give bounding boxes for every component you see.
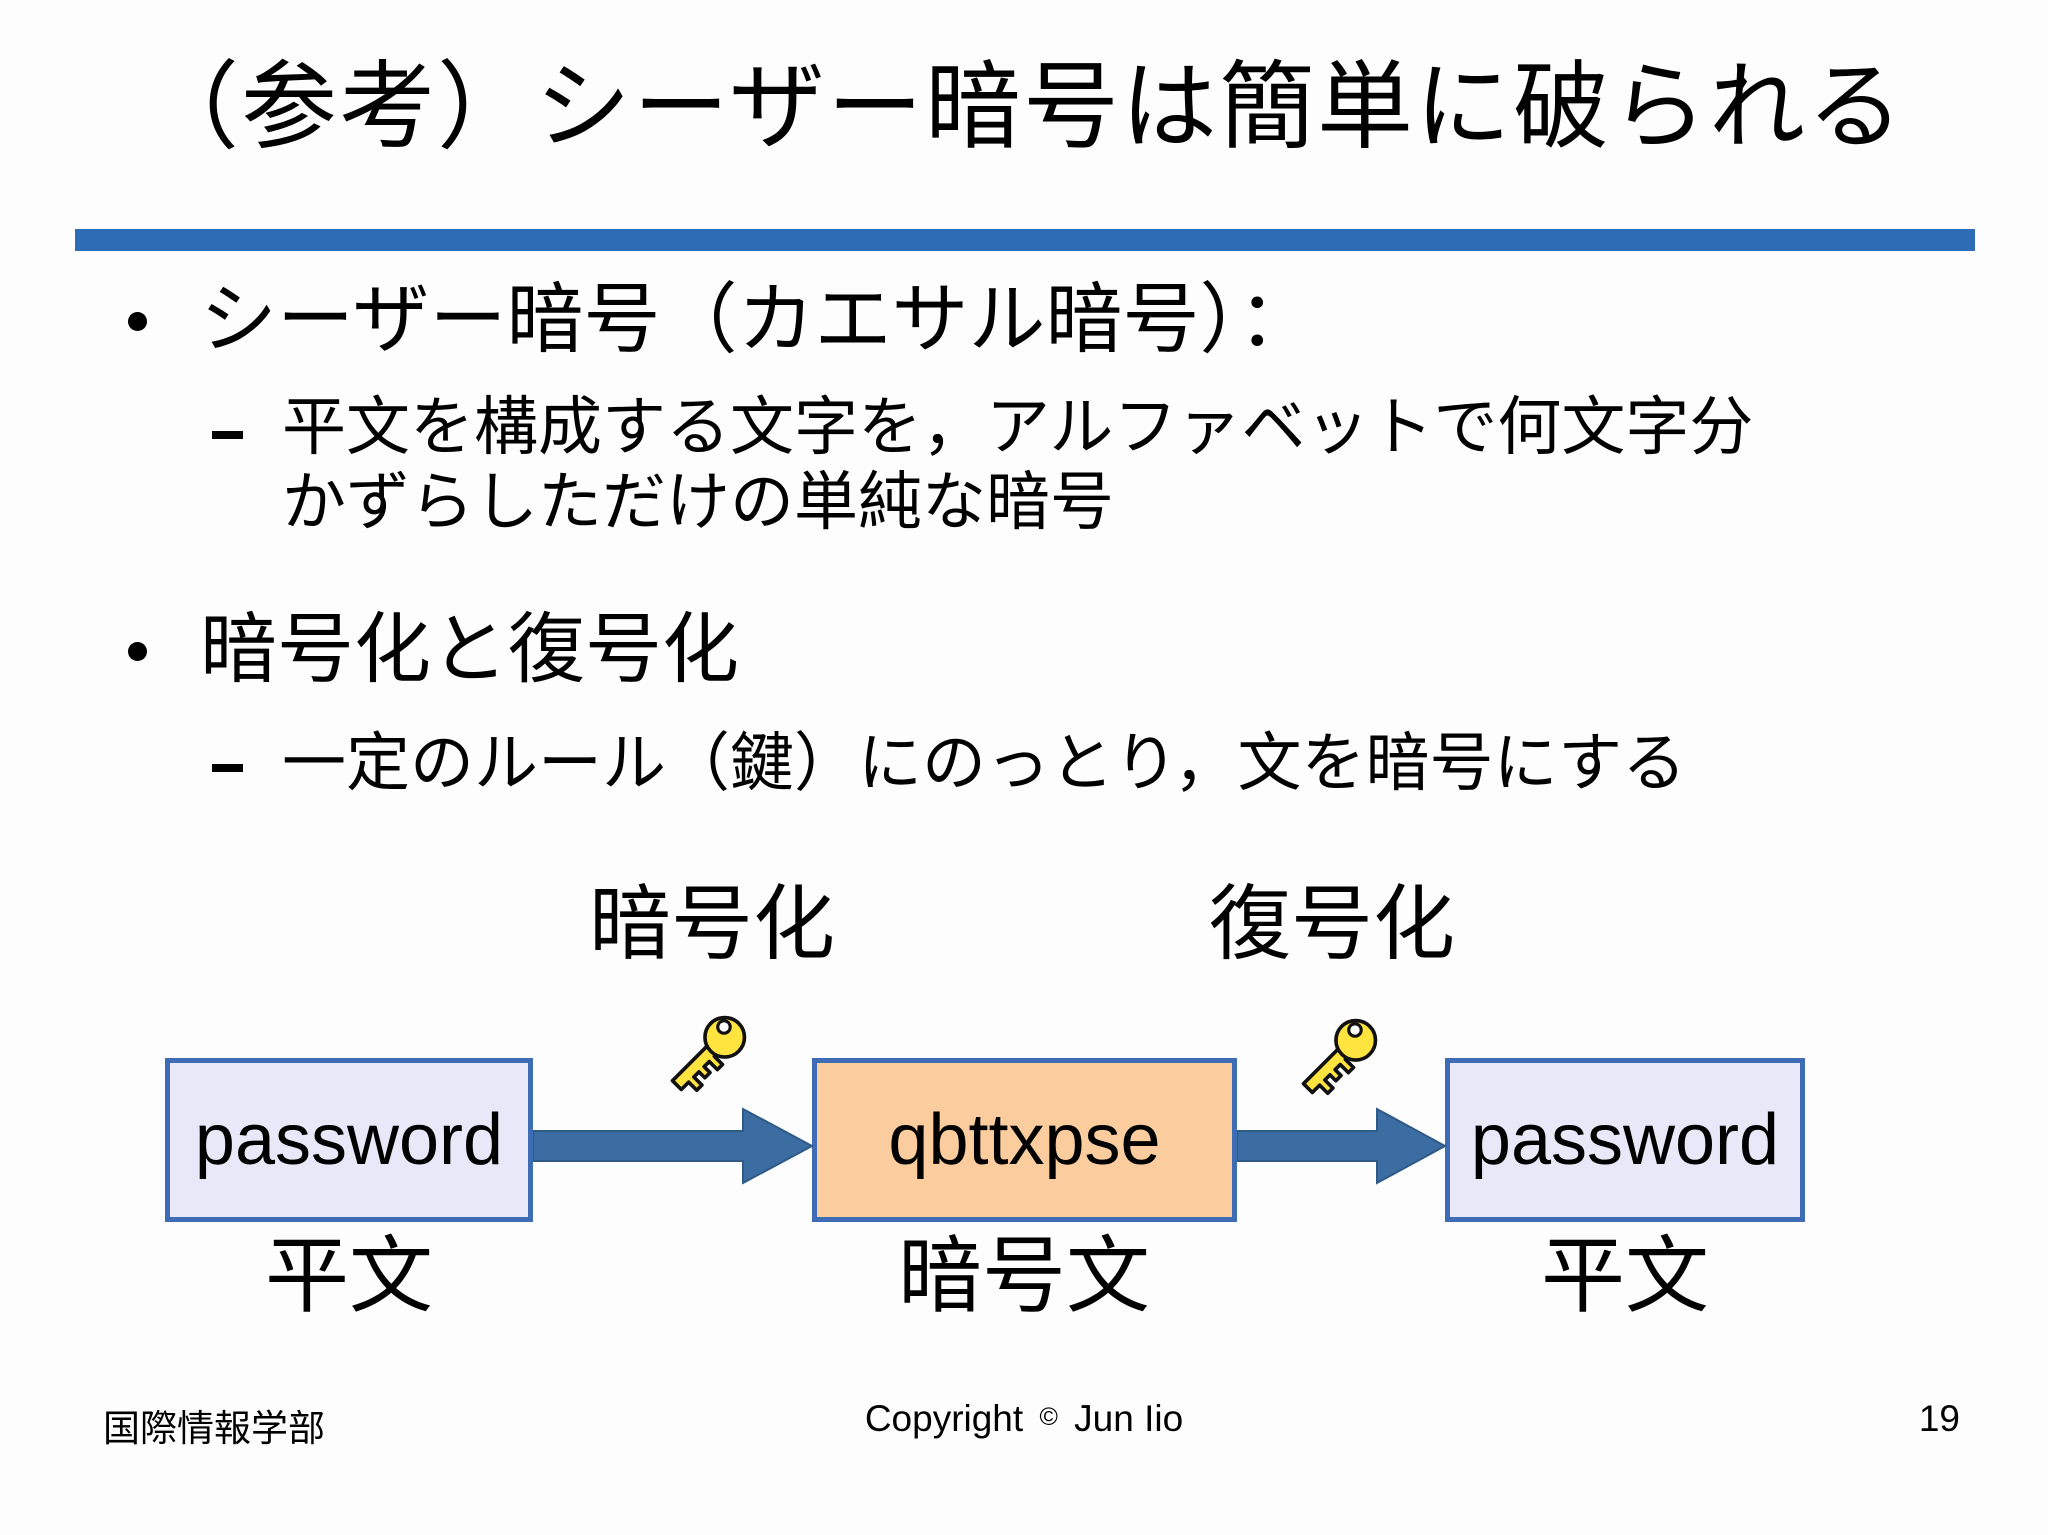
ciphertext-value: qbttxpse xyxy=(888,1100,1161,1180)
sub-bullet-1-line-2: かずらしただけの単純な暗号 xyxy=(282,466,1114,538)
plaintext-caption: 平文 xyxy=(264,1229,434,1323)
copyright-symbol-icon: © xyxy=(1039,1403,1058,1431)
bullet-marker xyxy=(128,642,147,661)
decrypt-arrow-icon xyxy=(1237,1107,1448,1185)
plaintext-caption: 平文 xyxy=(1540,1229,1710,1323)
sub-bullet-dash-marker xyxy=(212,431,243,439)
key-icon xyxy=(1301,1018,1378,1096)
plaintext-box: password xyxy=(1445,1058,1805,1222)
bullet-1-label: シーザー暗号（カエサル暗号）： xyxy=(200,277,1315,363)
title-divider xyxy=(75,229,1975,251)
sub-bullet-2: 一定のルール（鍵）にのっとり，文を暗号にする xyxy=(282,727,1687,799)
sub-bullet-1: 平文を構成する文字を，アルファベットで何文字分 かずらしただけの単純な暗号 xyxy=(282,390,1753,540)
sub-bullet-1-line-1: 平文を構成する文字を，アルファベットで何文字分 xyxy=(282,391,1754,463)
copyright-prefix: Copyright xyxy=(864,1398,1024,1439)
bullet-marker xyxy=(128,312,147,331)
ciphertext-caption: 暗号文 xyxy=(897,1229,1151,1323)
footer-department: 国際情報学部 xyxy=(103,1408,325,1449)
plaintext-value: password xyxy=(194,1100,504,1180)
ciphertext-box: qbttxpse xyxy=(812,1058,1237,1222)
page-title: （参考）シーザー暗号は簡単に破られる xyxy=(142,54,1906,161)
sub-bullet-dash-marker xyxy=(212,764,243,772)
page-number: 19 xyxy=(1918,1398,1960,1439)
key-icon xyxy=(670,1015,747,1093)
decrypt-label: 復号化 xyxy=(1208,879,1456,970)
copyright-author: Jun Iio xyxy=(1074,1398,1184,1439)
bullet-2-label: 暗号化と復号化 xyxy=(200,607,739,693)
encrypt-arrow-icon xyxy=(533,1107,815,1185)
plaintext-value: password xyxy=(1470,1100,1780,1180)
footer-copyright: Copyright © Jun Iio xyxy=(0,1398,2048,1440)
plaintext-box: password xyxy=(165,1058,533,1222)
encrypt-label: 暗号化 xyxy=(588,879,836,970)
